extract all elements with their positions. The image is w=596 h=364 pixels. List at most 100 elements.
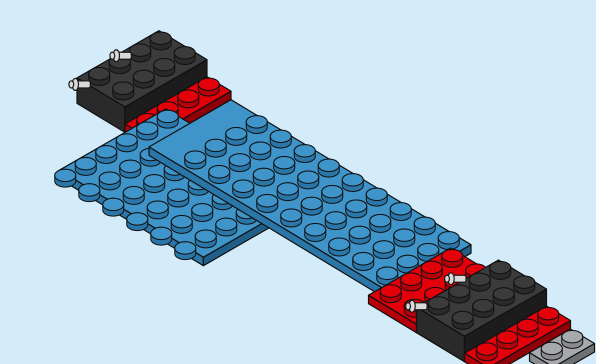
- blue-left-plate-stud: [175, 242, 196, 260]
- black-brick-front-stud: [493, 288, 514, 306]
- stud-top: [103, 198, 124, 210]
- black-brick-back-stud: [130, 44, 151, 62]
- blue-left-plate-stud: [216, 218, 237, 236]
- blue-base-plate-stud: [298, 171, 319, 189]
- blue-base-plate-stud: [329, 238, 350, 256]
- stud-top: [233, 180, 254, 192]
- red-plate-front-lower-stud: [476, 343, 497, 361]
- blue-base-plate-stud: [390, 203, 411, 221]
- stud-top: [209, 166, 230, 178]
- stud-top: [414, 217, 435, 229]
- blue-left-plate-stud: [75, 157, 96, 175]
- blue-left-plate-stud: [151, 227, 172, 245]
- stud-top: [195, 230, 216, 242]
- black-brick-back-stud: [113, 82, 134, 100]
- blue-left-plate-stud: [96, 146, 117, 164]
- stud-top: [123, 186, 144, 198]
- blue-base-plate-stud: [353, 253, 374, 271]
- stud-top: [130, 44, 151, 56]
- stud-top: [79, 184, 100, 196]
- stud-top: [318, 159, 339, 171]
- grey-plate-front-stud: [541, 342, 562, 360]
- blue-base-plate-stud: [414, 217, 435, 235]
- blue-base-plate-stud: [274, 156, 295, 174]
- black-brick-back-stud: [174, 47, 195, 65]
- grey-plate-front-stud: [562, 330, 583, 348]
- blue-left-plate-stud: [116, 134, 137, 152]
- blue-base-plate-stud: [270, 130, 291, 148]
- stud-top: [517, 319, 538, 331]
- blue-base-plate-stud: [394, 229, 415, 247]
- stud-top: [346, 200, 367, 212]
- black-brick-back-stud: [150, 32, 171, 50]
- stud-top: [253, 168, 274, 180]
- axle-tip: [445, 275, 450, 282]
- blue-base-plate-stud: [277, 183, 298, 201]
- stud-top: [178, 90, 199, 102]
- red-plate-front-stud: [421, 261, 442, 279]
- stud-top: [151, 227, 172, 239]
- black-brick-front-stud: [449, 285, 470, 303]
- stud-top: [373, 241, 394, 253]
- stud-top: [75, 157, 96, 169]
- blue-base-plate-stud: [342, 174, 363, 192]
- stud-top: [366, 188, 387, 200]
- stud-top: [171, 215, 192, 227]
- blue-base-plate-stud: [366, 188, 387, 206]
- stud-top: [246, 116, 267, 128]
- stud-top: [113, 82, 134, 94]
- blue-base-plate-stud: [438, 232, 459, 250]
- stud-top: [421, 261, 442, 273]
- blue-base-plate-stud: [301, 197, 322, 215]
- black-brick-back-stud: [133, 70, 154, 88]
- blue-base-plate-stud: [229, 154, 250, 172]
- red-plate-front-stud: [380, 285, 401, 303]
- black-brick-front-stud: [473, 300, 494, 318]
- blue-base-plate-stud: [346, 200, 367, 218]
- red-plate-back-stud: [198, 78, 219, 96]
- blue-left-plate-stud: [147, 201, 168, 219]
- blue-left-plate-stud: [171, 215, 192, 233]
- stud-top: [198, 78, 219, 90]
- blue-left-plate-stud: [144, 175, 165, 193]
- blue-left-plate-stud: [103, 198, 124, 216]
- blue-base-plate-stud: [205, 139, 226, 157]
- red-plate-front-lower-stud: [538, 307, 559, 325]
- stud-top: [175, 242, 196, 254]
- stud-top: [377, 267, 398, 279]
- stud-top: [133, 70, 154, 82]
- black-brick-front-stud: [452, 311, 473, 329]
- stud-top: [298, 171, 319, 183]
- stud-top: [452, 311, 473, 323]
- stud-top: [428, 297, 449, 309]
- stud-top: [281, 209, 302, 221]
- stud-top: [137, 122, 158, 134]
- stud-top: [157, 110, 178, 122]
- stud-top: [342, 174, 363, 186]
- stud-top: [174, 47, 195, 59]
- stud-top: [438, 232, 459, 244]
- blue-base-plate-stud: [209, 166, 230, 184]
- black-brick-front-stud: [514, 276, 535, 294]
- stud-top: [394, 229, 415, 241]
- stud-top: [96, 146, 117, 158]
- stud-top: [541, 342, 562, 354]
- blue-left-plate-stud: [137, 122, 158, 140]
- blue-base-plate-stud: [250, 142, 271, 160]
- stud-top: [205, 139, 226, 151]
- stud-top: [226, 127, 247, 139]
- blue-left-plate-stud: [127, 213, 148, 231]
- stud-top: [353, 253, 374, 265]
- blue-left-plate-stud: [168, 189, 189, 207]
- stud-top: [120, 160, 141, 172]
- black-brick-front-stud: [469, 273, 490, 291]
- axle-tip: [110, 52, 115, 59]
- stud-top: [229, 154, 250, 166]
- blue-base-plate-stud: [322, 185, 343, 203]
- stud-top: [493, 288, 514, 300]
- stud-top: [144, 175, 165, 187]
- stud-top: [185, 151, 206, 163]
- blue-left-plate-stud: [79, 184, 100, 202]
- stud-top: [305, 224, 326, 236]
